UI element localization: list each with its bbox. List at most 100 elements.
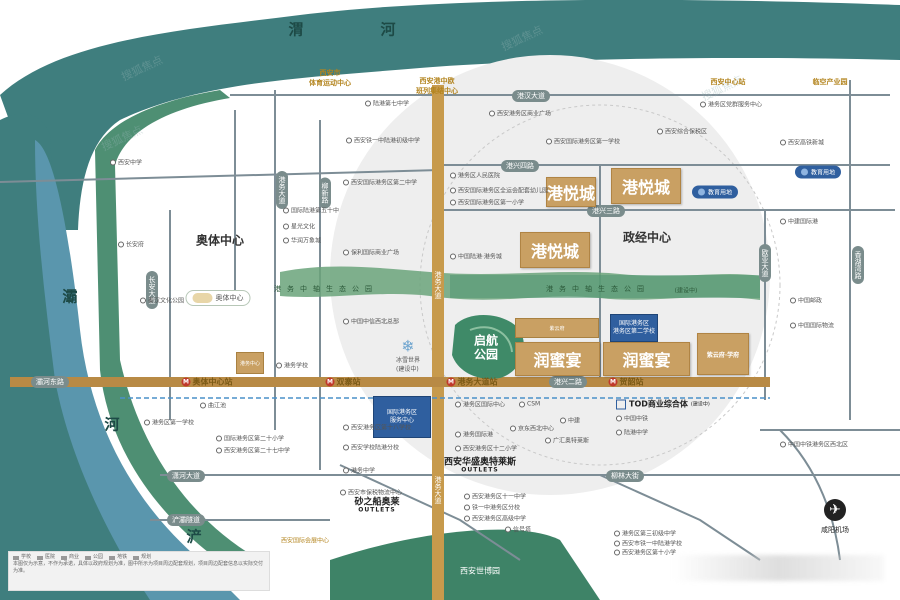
road-label-riverside-ew: 灞河东路 <box>31 376 69 388</box>
ice-world-line2: (建设中) <box>395 366 419 373</box>
poi-40: 西安港务区第十小学 <box>614 548 676 557</box>
legend-item-1: 学校 <box>13 554 31 561</box>
airport-label: 咸阳机场 <box>821 526 849 534</box>
airplane-icon: ✈ <box>824 499 846 521</box>
poi-13: 中国陆港·港务城 <box>450 252 502 261</box>
expo-center-label: 西安国际会展中心 <box>280 537 330 545</box>
ba-river <box>35 140 240 600</box>
poi-42: 西安港务区第二十七中学 <box>216 446 290 455</box>
park-label: 启航 公园 <box>466 334 506 363</box>
poi-34: 陆港中学 <box>616 428 648 437</box>
poi-19: 中国中铁港务区西北区 <box>780 440 848 449</box>
poi-16: 中建国际港 <box>780 217 818 226</box>
poi-11: 西安高铁新城 <box>780 138 824 147</box>
station-north-line2: 班列集结中心 <box>416 87 458 95</box>
poi-44: 国际陆港第五十中 <box>283 206 339 215</box>
river-label-chan: 浐 <box>186 527 202 546</box>
poi-33: 西安港务区十二小学 <box>455 444 517 453</box>
poi-48: 长安府 <box>118 240 144 249</box>
corridor-char-7: 公 <box>352 285 365 293</box>
park-label-line1: 启航 <box>473 333 498 348</box>
map-legend: 学校 医院 商业 公园 地铁 规划 本图仅为示意，不作为承诺，具体以政府规划为准… <box>8 551 270 591</box>
poi-22: 西安港务区高级中学 <box>464 514 526 523</box>
corridor-e-char-1: 港 <box>546 285 559 293</box>
main-road-ew <box>10 377 770 387</box>
metro-station-1-label: 奥体中心站 <box>192 377 233 387</box>
outlets-huasheng[interactable]: 西安华盛奥特莱斯 OUTLETS <box>444 458 516 474</box>
project-gang-yue-cheng-3[interactable]: 港悦城 <box>520 232 590 268</box>
road-label-west1: 港务大道 <box>276 171 288 209</box>
ice-world-label: 冰雪世界 (建设中) <box>396 355 420 373</box>
poi-10: 港务区党群服务中心 <box>700 100 762 109</box>
road-label-gold-ns: 港务大道 <box>432 266 444 304</box>
corridor-e-char-2: 务 <box>559 285 572 293</box>
poi-29: CSM <box>519 401 540 408</box>
snowflake-icon: ❄ <box>401 336 415 356</box>
area-government-center: 政经中心 <box>622 230 672 245</box>
blue-block-school[interactable]: 国际港务区 港务区第二学校 <box>610 314 658 342</box>
project-gang-yue-cheng-1[interactable]: 港悦城 <box>546 177 596 207</box>
corridor-label-east: 港务中轴生态公园 <box>546 284 650 294</box>
blue-block-service-center[interactable]: 国际港务区 服务中心 <box>373 396 431 438</box>
poi-15: 保利国际商业广场 <box>343 248 399 257</box>
corridor-e-char-7: 公 <box>624 285 637 293</box>
blue-block-1-line2: 服务中心 <box>389 417 414 424</box>
corridor-label-west: 港务中轴生态公园 <box>274 284 378 294</box>
poi-9: 西安国际港务区第一学校 <box>546 137 620 146</box>
legend-item-4: 公园 <box>85 554 103 561</box>
poi-20: 西安港务区十一中学 <box>464 492 526 501</box>
legend-item-3: 商业 <box>61 554 79 561</box>
poi-45: 星光文化 <box>283 222 315 231</box>
corridor-e-char-6: 态 <box>611 285 624 293</box>
corridor-note: (建设中) <box>674 287 698 295</box>
blurred-watermark <box>672 555 884 581</box>
wei-river <box>0 0 900 230</box>
legend-items: 学校 医院 商业 公园 地铁 规划 <box>13 554 265 561</box>
poi-47: 西安市保税物流中心 <box>340 488 402 497</box>
corridor-e-char-3: 中 <box>572 285 585 293</box>
poi-25: 西安市铁一中陆港学校 <box>614 539 682 548</box>
corridor-e-char-8: 园 <box>637 285 650 293</box>
poi-3: 西安综合保税区 <box>657 127 707 136</box>
education-badge-2: 教育用地 <box>794 165 842 179</box>
project-kang-sheng[interactable]: 紫云府·学府 <box>697 333 749 375</box>
metro-station-3-label: 港务大道站 <box>457 377 498 387</box>
outlets-shazhichuan[interactable]: 砂之船奥莱 OUTLETS <box>354 497 400 514</box>
poi-35: 中国中铁 <box>616 414 648 423</box>
poi-37: 西安学校陆港分校 <box>343 443 399 452</box>
riverside-green <box>95 90 260 575</box>
olympic-ring-icon <box>192 293 213 303</box>
road-label-top: 港汉大道 <box>512 90 550 102</box>
project-gang-yue-cheng-2[interactable]: 港悦城 <box>611 168 681 204</box>
corridor-char-1: 港 <box>274 285 287 293</box>
poi-23: 港务区第三初级中学 <box>614 529 676 538</box>
corridor-e-char-5: 生 <box>598 285 611 293</box>
blue-block-2-line1: 国际港务区 <box>618 320 649 328</box>
metro-icon: M <box>446 377 456 387</box>
poi-5: 港务区人民医院 <box>450 171 500 180</box>
station-sports: 西安市 体育运动中心 <box>309 68 351 88</box>
poi-38: 港务中学 <box>343 466 375 475</box>
metro-icon: M <box>325 377 335 387</box>
river-label-wei-1: 渭 <box>288 20 304 39</box>
poi-26: 西安中学 <box>110 158 142 167</box>
corridor-char-8: 园 <box>365 285 378 293</box>
corridor-char-5: 生 <box>326 285 339 293</box>
poi-14: 中国中信西北总部 <box>343 317 399 326</box>
corridor-char-2: 务 <box>287 285 300 293</box>
poi-39: 信号塔 <box>505 525 531 534</box>
legend-item-5: 地铁 <box>109 554 127 561</box>
poi-36: 西安港务区第十八学校 <box>343 423 411 432</box>
outlets-2-cn: 砂之船奥莱 <box>354 497 400 508</box>
main-road-ns <box>432 85 444 600</box>
olympic-logo-label: 奥体中心 <box>215 294 244 302</box>
road-label-middle1: 港兴四路 <box>501 160 539 172</box>
tod-icon <box>616 399 626 409</box>
project-run-mi-yan-2[interactable]: 润蜜宴 <box>603 342 690 376</box>
poi-7: 西安国际港务区第一小学 <box>450 198 524 207</box>
blue-block-1-line1: 国际港务区 <box>386 409 417 417</box>
project-run-mi-yan-1[interactable]: 润蜜宴 <box>515 342 600 376</box>
education-badge-1: 教育用地 <box>691 185 739 199</box>
